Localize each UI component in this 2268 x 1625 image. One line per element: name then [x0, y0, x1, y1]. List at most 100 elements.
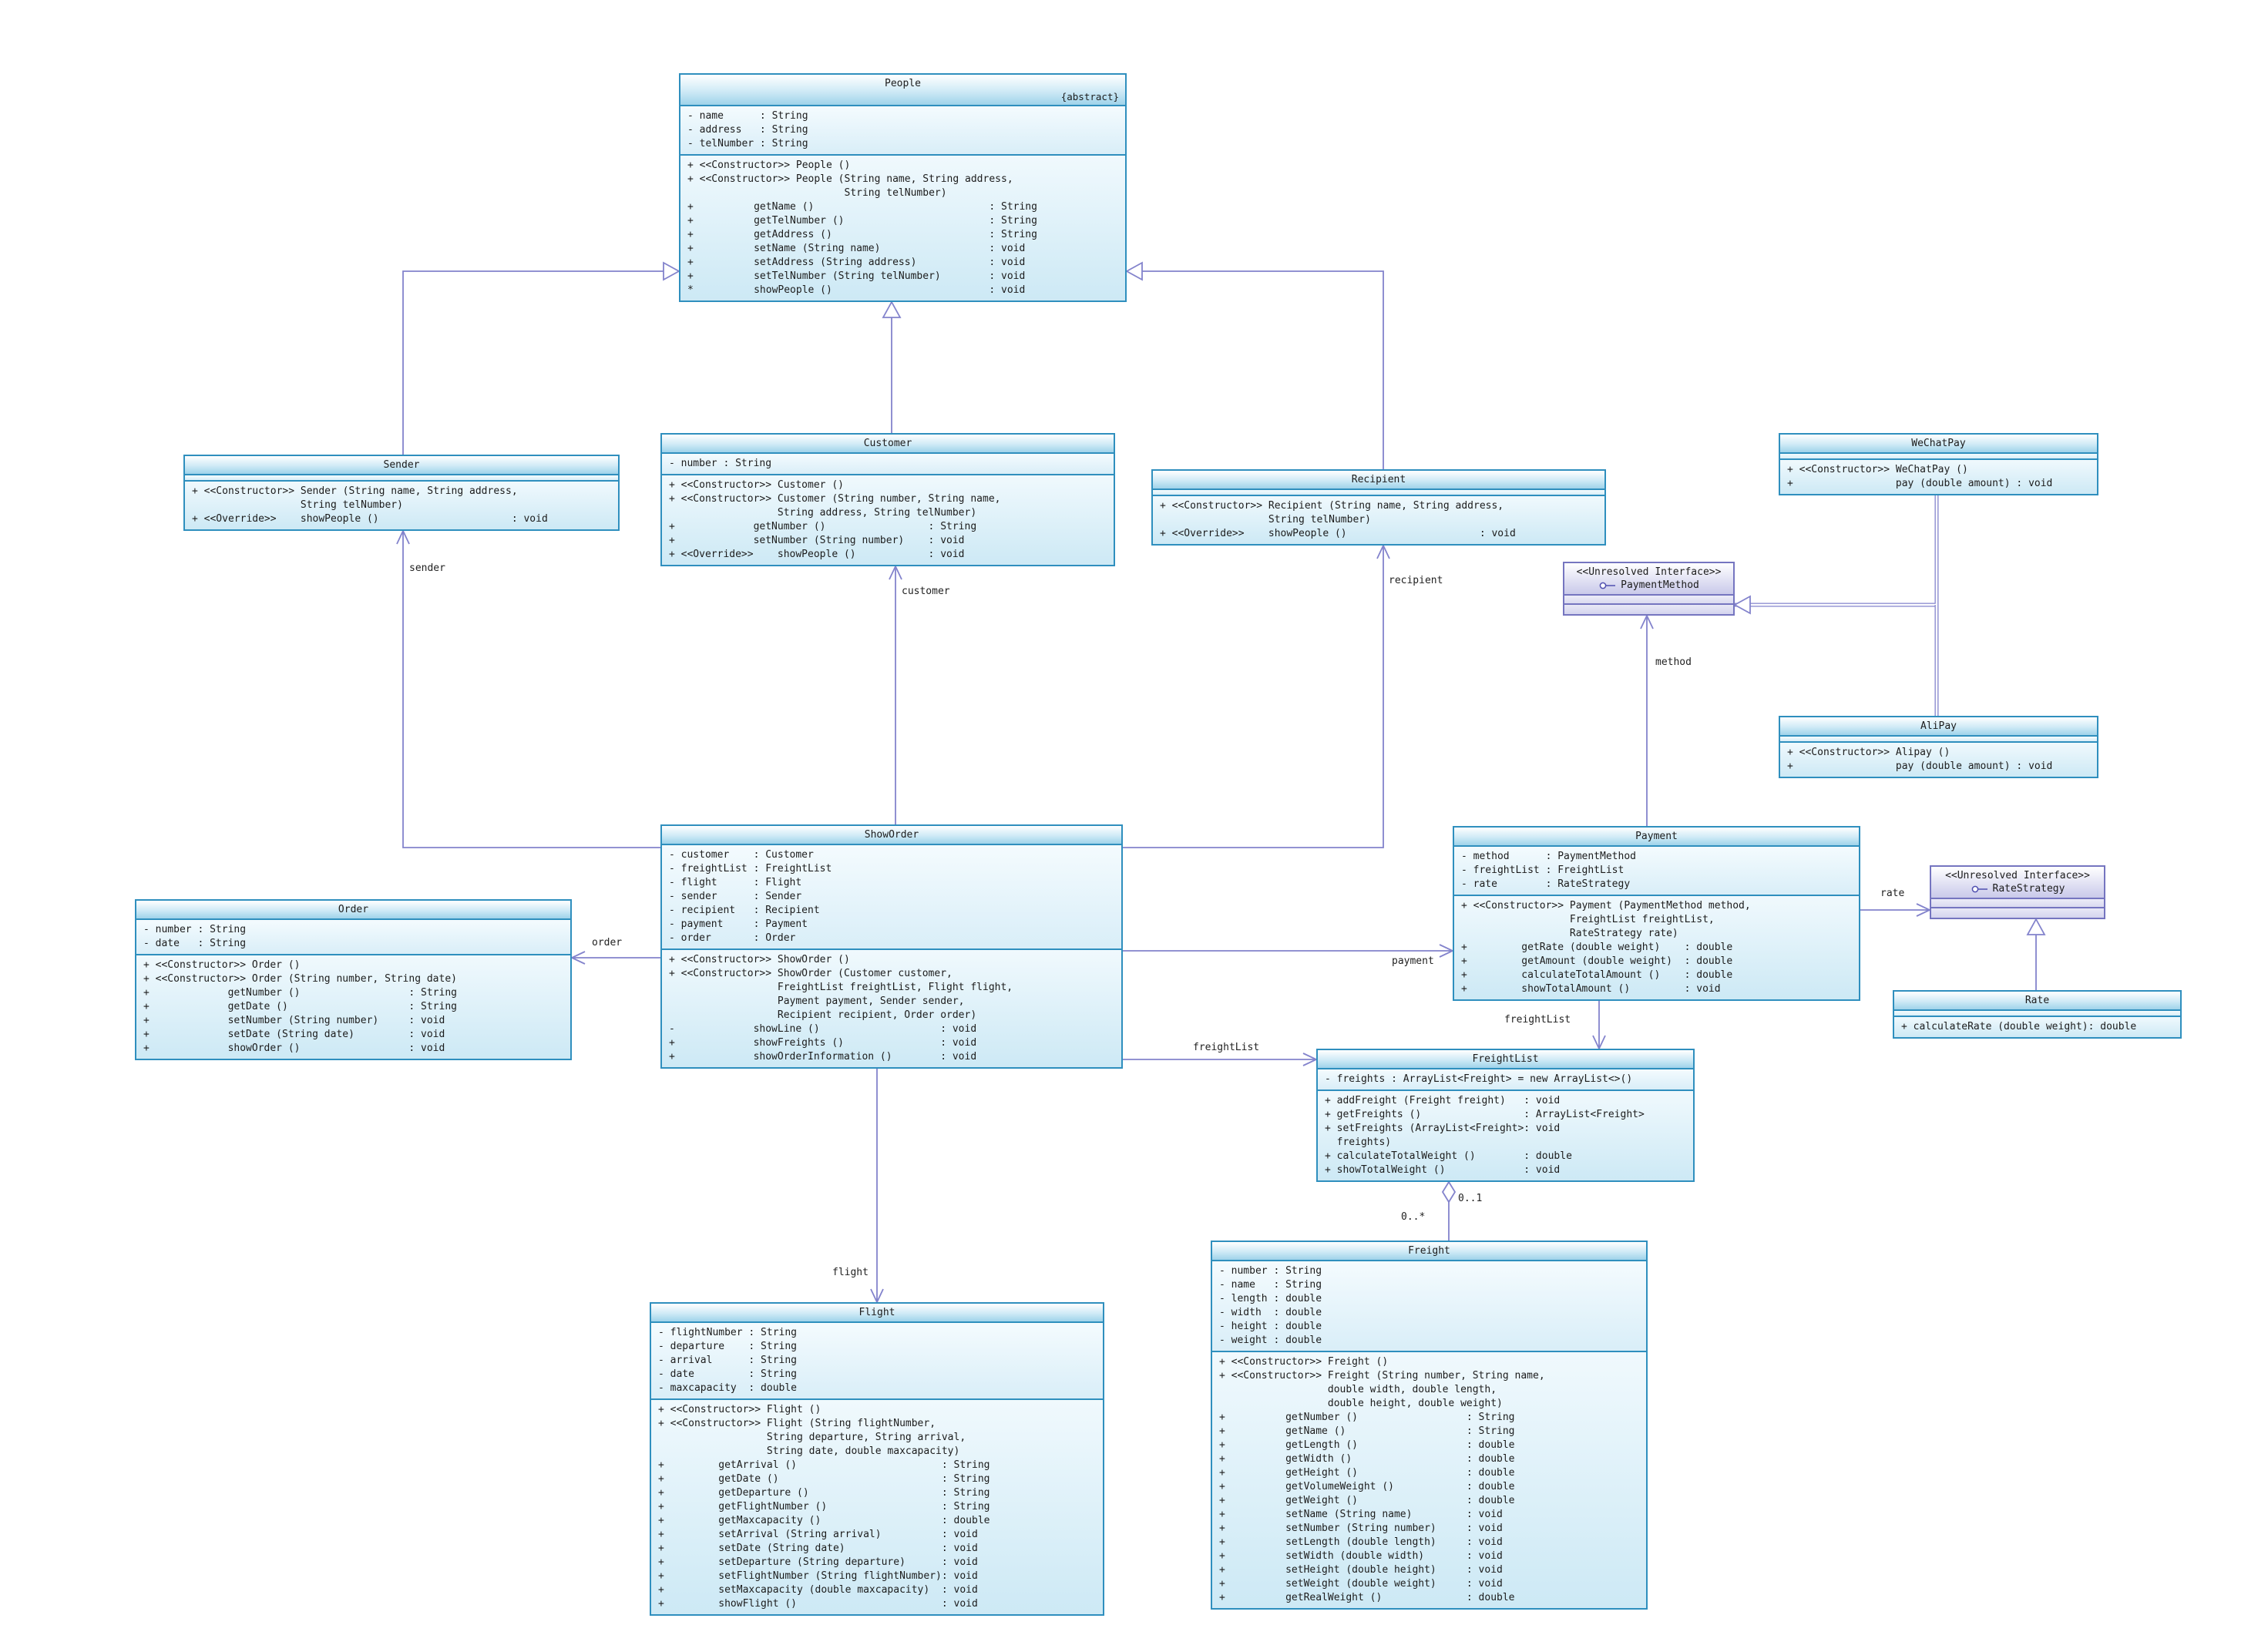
attribute-line: - flightNumber : String	[658, 1327, 798, 1338]
method-line: + <<Constructor>> People (String name, S…	[687, 173, 1013, 185]
connector-gen-rate-ratestrategy[interactable]	[2026, 918, 2046, 990]
class-flight[interactable]: Flight- flightNumber : String- departure…	[650, 1302, 1104, 1616]
attribute-line: - height : double	[1219, 1321, 1322, 1332]
attribute-line: - telNumber : String	[687, 138, 808, 149]
connector-assoc-showorder-order[interactable]	[570, 951, 660, 965]
method-line: + <<Constructor>> WeChatPay ()	[1787, 464, 1968, 475]
connector-label-assoc-showorder-order: order	[592, 937, 623, 948]
method-line: + <<Constructor>> Flight ()	[658, 1404, 822, 1415]
method-line: + getDeparture () : String	[658, 1487, 990, 1499]
method-line: + <<Constructor>> ShowOrder ()	[669, 954, 850, 965]
methods-compartment: + <<Constructor>> Alipay ()+ pay (double…	[1780, 743, 2097, 777]
method-line: - showLine () : void	[669, 1023, 977, 1035]
connector-real-wechatpay-paymentmethod[interactable]	[1733, 495, 1939, 615]
attribute-line: - number : String	[1219, 1265, 1322, 1277]
method-line: + setAddress (String address) : void	[687, 257, 1026, 268]
attribute-line: - arrival : String	[658, 1355, 798, 1366]
attributes-compartment: - freights : ArrayList<Freight> = new Ar…	[1318, 1069, 1693, 1091]
association-arrowhead	[396, 529, 410, 545]
method-line: String telNumber)	[687, 187, 947, 199]
method-line: FreightList freightList,	[1461, 914, 1715, 925]
connector-assoc-showorder-sender[interactable]	[396, 529, 660, 848]
method-line: double height, double weight)	[1219, 1398, 1503, 1409]
method-line: + showFreights () : void	[669, 1037, 977, 1049]
methods-compartment: + <<Constructor>> Payment (PaymentMethod…	[1454, 896, 1859, 999]
attribute-line: - payment : Payment	[669, 918, 808, 930]
attributes-compartment	[1894, 1011, 2180, 1017]
class-alipay[interactable]: AliPay+ <<Constructor>> Alipay ()+ pay (…	[1779, 716, 2098, 778]
method-line: + getNumber () : String	[143, 987, 457, 999]
class-paymentmethod[interactable]: <<Unresolved Interface>>PaymentMethod	[1563, 562, 1735, 616]
multiplicity-source-agg-freightlist-freight: 0..1	[1458, 1193, 1483, 1204]
attribute-line: - method : PaymentMethod	[1461, 851, 1636, 862]
method-line: + setLength (double length) : void	[1219, 1536, 1503, 1548]
methods-compartment: + calculateRate (double weight): double	[1894, 1017, 2180, 1037]
class-name: Sender	[383, 459, 420, 471]
method-line: + getDate () : String	[143, 1001, 457, 1012]
attributes-compartment: - flightNumber : String - departure : Str…	[651, 1323, 1103, 1400]
interface-lollipop-icon	[1971, 885, 1987, 893]
class-sender[interactable]: Sender + <<Constructor>> Sender (String n…	[183, 455, 620, 531]
connector-gen-customer-people[interactable]	[882, 300, 902, 433]
attributes-compartment: - number : String- date : String	[136, 920, 570, 955]
attributes-compartment	[1780, 737, 2097, 743]
attribute-line: - departure : String	[658, 1341, 798, 1352]
method-line: + getAmount (double weight) : double	[1461, 955, 1733, 967]
class-wechatpay[interactable]: WeChatPay+ <<Constructor>> WeChatPay ()+…	[1779, 433, 2098, 495]
class-people[interactable]: People{abstract}- name : String- address…	[679, 73, 1127, 302]
class-showorder[interactable]: ShowOrder- customer : Customer- freightL…	[660, 824, 1123, 1069]
attributes-compartment	[1564, 596, 1733, 605]
method-line: + showFlight () : void	[658, 1598, 978, 1610]
class-freight[interactable]: Freight- number : String- name : String-…	[1211, 1241, 1648, 1610]
stereotype-label: <<Unresolved Interface>>	[1945, 870, 2090, 881]
class-order[interactable]: Order- number : String- date : String+ <…	[135, 899, 572, 1060]
class-name: WeChatPay	[1911, 438, 1966, 449]
connector-assoc-showorder-flight[interactable]	[870, 1069, 884, 1304]
connector-label-assoc-showorder-recipient: recipient	[1389, 575, 1443, 586]
class-name: PaymentMethod	[1621, 579, 1699, 591]
class-recipient[interactable]: Recipient+ <<Constructor>> Recipient (St…	[1151, 469, 1606, 546]
methods-compartment	[1931, 908, 2104, 918]
class-payment[interactable]: Payment- method : PaymentMethod- freight…	[1453, 826, 1860, 1001]
method-line: + getDate () : String	[658, 1473, 990, 1485]
method-line: + setDate (String date) : void	[143, 1029, 445, 1040]
generalization-arrowhead	[663, 261, 680, 281]
methods-compartment: + <<Constructor>> Freight ()+ <<Construc…	[1212, 1352, 1646, 1608]
connector-agg-freightlist-freight[interactable]	[1441, 1180, 1457, 1241]
class-ratestrategy[interactable]: <<Unresolved Interface>> RateStrategy	[1930, 865, 2105, 919]
method-line: + getFlightNumber () : String	[658, 1501, 990, 1513]
class-title: Recipient	[1153, 471, 1604, 490]
class-customer[interactable]: Customer- number : String+ <<Constructor…	[660, 433, 1115, 566]
attribute-line: - customer : Customer	[669, 849, 814, 861]
attributes-compartment	[1780, 454, 2097, 460]
method-line: + setDate (String date) : void	[658, 1543, 978, 1554]
connector-assoc-showorder-freightlist[interactable]	[1123, 1053, 1319, 1066]
multiplicity-target-agg-freightlist-freight: 0..*	[1401, 1211, 1426, 1223]
method-line: + getHeight () : double	[1219, 1467, 1515, 1479]
attribute-line: - freightList : FreightList	[669, 863, 832, 875]
class-freightlist[interactable]: FreightList- freights : ArrayList<Freigh…	[1316, 1049, 1695, 1182]
methods-compartment: + <<Constructor>> Customer ()+ <<Constru…	[662, 475, 1114, 565]
connector-assoc-payment-rate[interactable]	[1860, 903, 1932, 917]
attributes-compartment: - method : PaymentMethod- freightList : …	[1454, 847, 1859, 896]
connector-assoc-payment-method[interactable]	[1640, 613, 1654, 826]
method-line: + <<Constructor>> Customer ()	[669, 479, 844, 491]
methods-compartment: + <<Constructor>> Sender (String name, S…	[185, 482, 618, 529]
methods-compartment: + <<Constructor>> People ()+ <<Construct…	[680, 156, 1125, 300]
class-name: RateStrategy	[1992, 883, 2065, 895]
interface-name-row: RateStrategy	[1937, 882, 2098, 896]
method-line: + setFreights (ArrayList<Freight>: void	[1325, 1123, 1561, 1134]
method-line: + showTotalWeight () : void	[1325, 1164, 1561, 1176]
class-name: Recipient	[1351, 474, 1406, 485]
method-line: + getLength () : double	[1219, 1439, 1515, 1451]
attribute-line: - rate : RateStrategy	[1461, 878, 1631, 890]
class-rate[interactable]: Rate + calculateRate (double weight): dou…	[1893, 990, 2182, 1039]
connector-assoc-payment-freightlist[interactable]	[1592, 1001, 1606, 1051]
class-title: Rate	[1894, 992, 2180, 1011]
connector-assoc-showorder-recipient[interactable]	[1123, 543, 1390, 848]
class-name: Freight	[1408, 1245, 1450, 1257]
connector-gen-recipient-people[interactable]	[1125, 261, 1384, 469]
method-line: String address, String telNumber)	[669, 507, 977, 519]
connector-gen-sender-people[interactable]	[402, 261, 680, 455]
connector-assoc-showorder-customer[interactable]	[889, 564, 902, 824]
